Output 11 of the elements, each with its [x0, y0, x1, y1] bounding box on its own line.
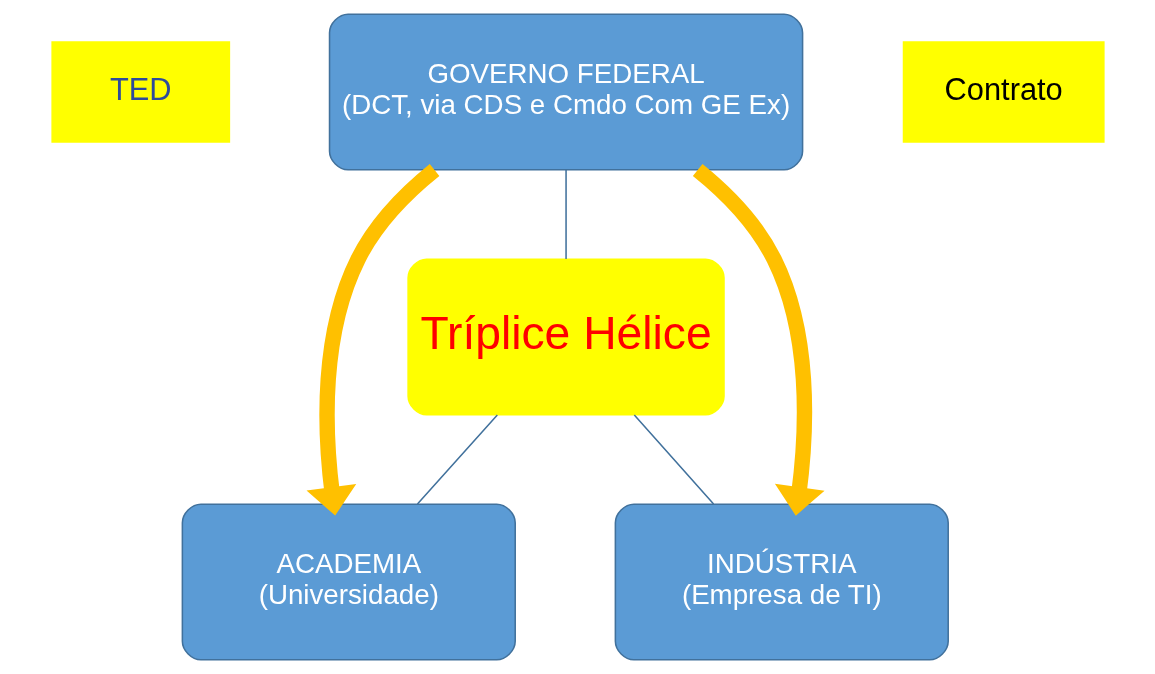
arrow — [306, 164, 439, 516]
connector — [416, 414, 498, 505]
arrow — [692, 163, 825, 516]
node-box: GOVERNO FEDERAL (DCT, via CDS e Cmdo Com GE Ex) — [328, 13, 803, 171]
node-box: Tríplice Hélice — [406, 258, 725, 416]
node-box: ACADEMIA (Universidade) — [181, 503, 516, 661]
connector — [633, 414, 714, 505]
connector — [564, 169, 567, 260]
node-box: Contrato — [902, 41, 1105, 143]
node-box: INDÚSTRIA (Empresa de TI) — [614, 503, 949, 661]
node-box: TED — [50, 41, 230, 143]
